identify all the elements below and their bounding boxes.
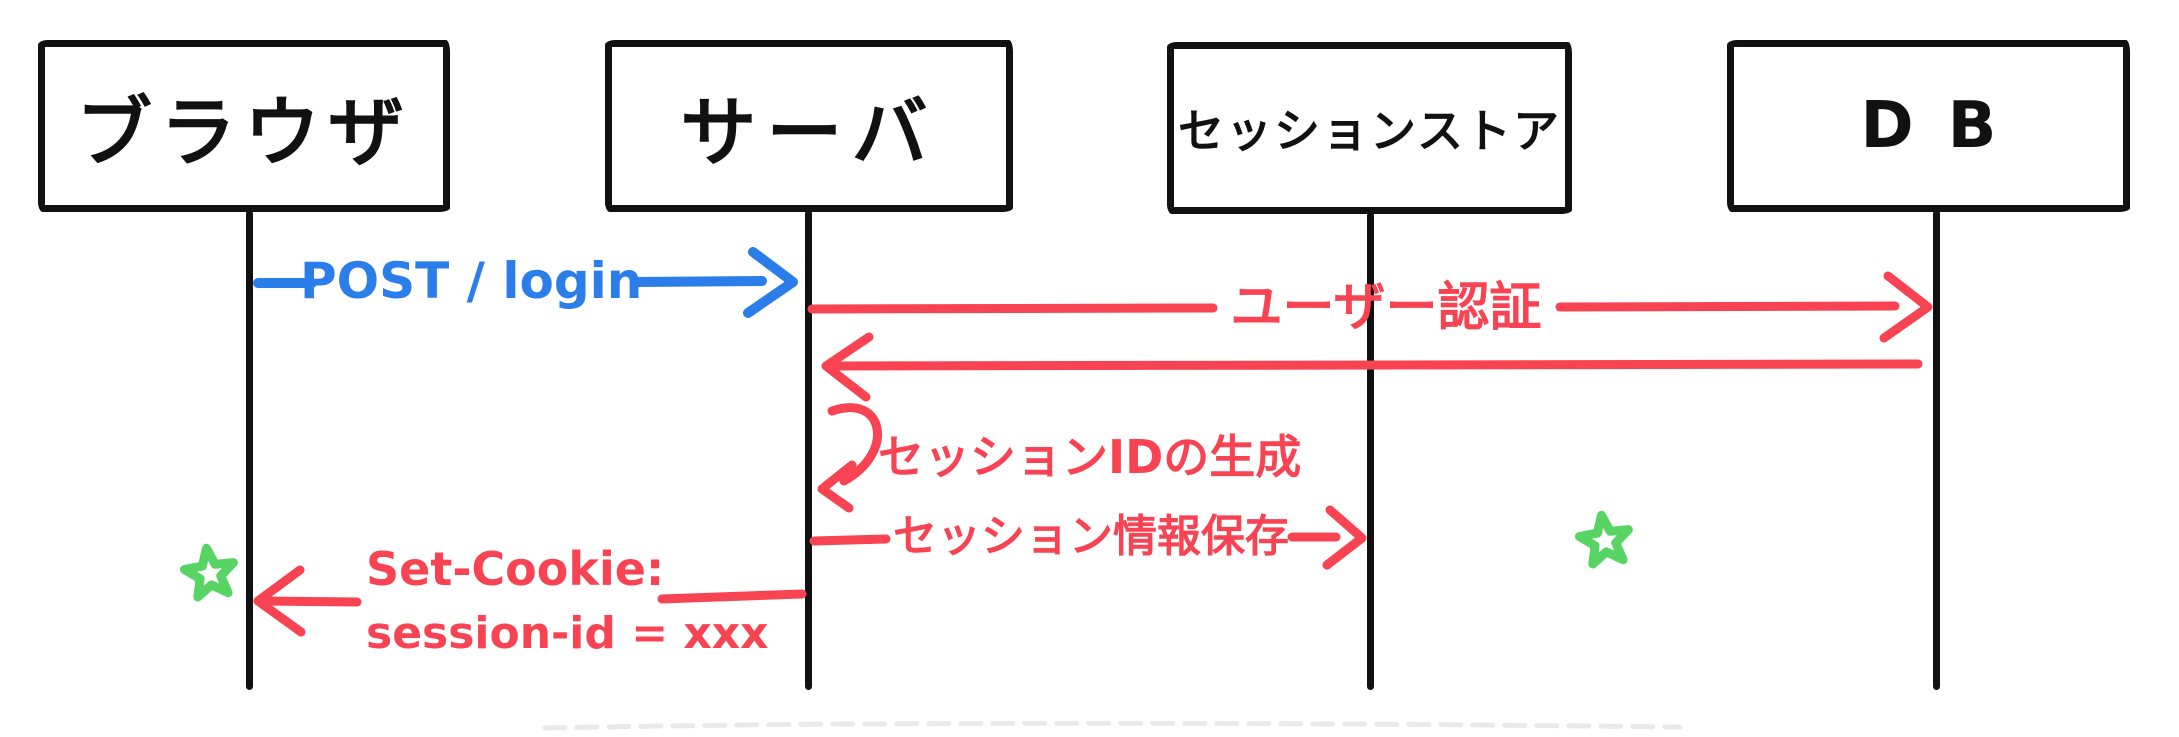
actor-box-server: サーバ <box>605 40 1013 212</box>
user-auth-arrowhead <box>1879 271 1933 343</box>
actor-box-db: DB <box>1727 40 2130 212</box>
faint-bottom-scribble <box>542 720 1683 731</box>
lifeline-server <box>805 210 812 690</box>
actor-box-browser: ブラウザ <box>38 40 450 212</box>
save-session-arrow-line-left <box>809 534 891 546</box>
message-label-session-id-generation: セッションIDの生成 <box>878 430 1302 484</box>
set-cookie-arrow-line-left <box>258 596 362 607</box>
save-session-arrowhead <box>1322 505 1367 570</box>
user-auth-arrow-line-left <box>807 303 1218 314</box>
message-label-user-auth: ユーザー認証 <box>1230 278 1542 338</box>
green-star-icon <box>179 543 238 602</box>
set-cookie-arrowhead <box>253 565 306 637</box>
actor-label-session-store: セッションストア <box>1177 104 1562 158</box>
post-login-arrowhead <box>743 247 798 318</box>
auth-return-arrowhead <box>821 332 874 402</box>
green-star-icon <box>1574 510 1633 569</box>
actor-label-server: サーバ <box>680 88 938 177</box>
actor-label-browser: ブラウザ <box>76 88 412 177</box>
lifeline-browser <box>246 210 253 690</box>
post-login-arrow-line-right <box>631 276 767 287</box>
self-loop-arrowhead <box>817 460 857 513</box>
set-cookie-arrow-line-right <box>657 589 807 604</box>
user-auth-arrow-line-right <box>1555 301 1900 312</box>
message-label-set-cookie-line2: session-id = xxx <box>366 608 769 659</box>
lifeline-db <box>1933 210 1940 690</box>
self-loop-curve <box>827 403 882 486</box>
message-label-save-session-info: セッション情報保存 <box>893 511 1289 562</box>
message-label-set-cookie-line1: Set-Cookie: <box>366 542 665 596</box>
auth-return-arrow-line <box>829 359 1923 371</box>
actor-box-session-store: セッションストア <box>1167 42 1572 214</box>
lifeline-session-store <box>1367 212 1374 690</box>
actor-label-db: DB <box>1860 89 2031 163</box>
message-label-post-login: POST / login <box>300 252 643 310</box>
